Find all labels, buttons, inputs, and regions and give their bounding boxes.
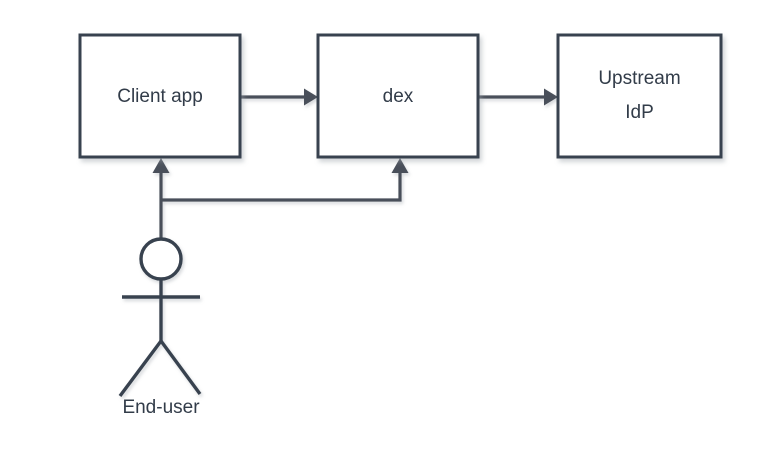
edge-end-user-to-dex[interactable] — [161, 158, 409, 202]
edge-client-app-to-dex[interactable] — [241, 88, 318, 106]
node-client-app-box — [78, 33, 242, 159]
node-dex-label: dex — [383, 86, 414, 107]
actor-leg-left — [118, 339, 163, 398]
actor-head-icon — [139, 237, 183, 281]
node-upstream-idp[interactable] — [556, 33, 723, 159]
edge-layer — [152, 88, 558, 241]
node-dex-box — [316, 33, 480, 159]
edge-end-user-to-client-app[interactable] — [152, 158, 170, 241]
node-upstream-idp-label-line1: Upstream — [598, 68, 680, 89]
node-upstream-idp-box — [556, 33, 723, 159]
node-client-app[interactable] — [78, 33, 242, 159]
edge-dex-to-upstream-idp[interactable] — [479, 88, 558, 106]
actor-leg-right — [159, 339, 202, 396]
edge-line-end-user-to-dex — [161, 172, 402, 202]
node-upstream-idp-label-line2: IdP — [625, 102, 654, 123]
arrow-head-icon — [152, 158, 170, 173]
arrow-head-icon — [391, 158, 409, 173]
node-dex[interactable] — [316, 33, 480, 159]
node-client-app-label: Client app — [117, 86, 203, 107]
actor-end-user[interactable] — [118, 237, 202, 398]
arrow-head-icon — [304, 88, 318, 106]
node-layer: Client app dex Upstream IdP — [78, 33, 723, 159]
actor-end-user-label: End-user — [122, 397, 200, 418]
arrow-head-icon — [544, 88, 558, 106]
